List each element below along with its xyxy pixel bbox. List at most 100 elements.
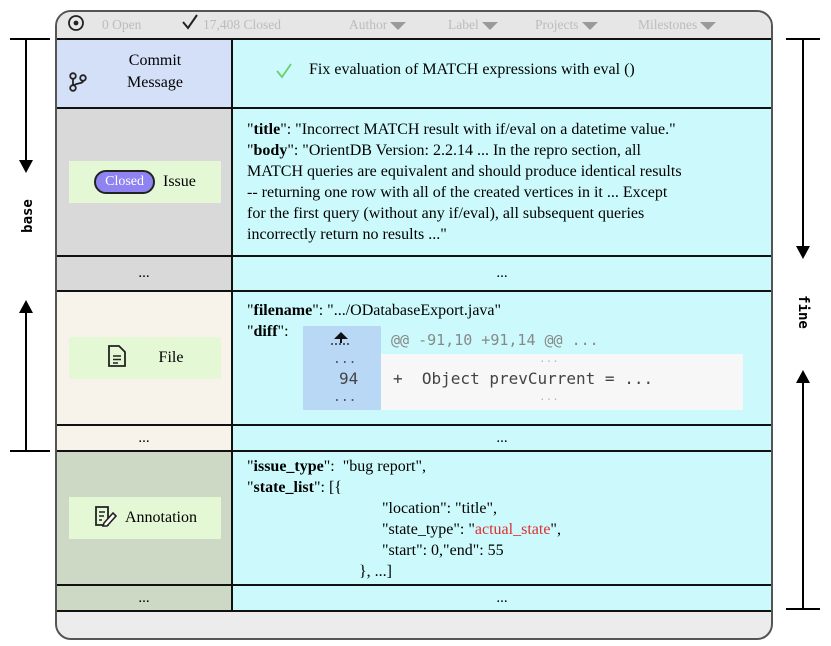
- file-label-cell: File: [57, 292, 233, 424]
- divider: [57, 107, 771, 109]
- diff-hunk-header: @@ -91,10 +91,14 @@ ...: [391, 331, 599, 349]
- check-icon: [181, 13, 199, 35]
- right-bottom-arrow-line: [802, 380, 804, 609]
- issue-label-cell: Closed Issue: [57, 109, 233, 255]
- issue-row: Closed Issue "title": "Incorrect MATCH r…: [57, 109, 771, 255]
- annotation-json: "issue_type": "bug report", "state_list"…: [247, 458, 561, 580]
- divider: [57, 255, 771, 257]
- ellipsis-left-cell: ...: [57, 257, 233, 290]
- ellipsis-right-cell: ...: [233, 426, 771, 450]
- commit-row: Commit Message Fix evaluation of MATCH e…: [57, 40, 771, 107]
- ellipsis: ...: [539, 352, 559, 365]
- projects-filter-label: Projects: [535, 17, 579, 32]
- state-type-value: actual_state: [474, 521, 551, 538]
- annotation-row: Annotation "issue_type": "bug report", "…: [57, 452, 771, 584]
- ellipsis-row: ... ...: [57, 426, 771, 450]
- issue-type-key: issue_type: [253, 458, 324, 475]
- ellipsis: ...: [539, 390, 559, 403]
- state-type-prefix: "state_type": ": [382, 521, 475, 538]
- divider: [57, 424, 771, 426]
- left-bottom-arrow-head: [19, 300, 33, 313]
- state-type-suffix: ",: [550, 521, 561, 538]
- divider: [57, 450, 771, 452]
- ellipsis: ...: [496, 589, 508, 606]
- label-filter-label: Label: [448, 17, 479, 32]
- issue-content-cell: "title": "Incorrect MATCH result with if…: [233, 109, 771, 255]
- right-top-arrow-line: [802, 39, 804, 251]
- ellipsis: ...: [496, 429, 508, 446]
- filename-value: : ".../ODatabaseExport.java": [318, 302, 502, 319]
- ellipsis: ...: [333, 390, 357, 405]
- body-key: body: [253, 142, 288, 159]
- file-row: File "filename": ".../ODatabaseExport.ja…: [57, 292, 771, 424]
- title-key: title: [253, 121, 281, 138]
- file-label-box: File: [69, 337, 221, 379]
- location-line: "location": "title",: [382, 500, 497, 517]
- left-top-arrow-head: [19, 160, 33, 173]
- annotation-label-box: Annotation: [69, 497, 221, 539]
- right-top-arrow-head: [796, 246, 810, 259]
- diff-key: diff: [253, 323, 278, 340]
- state-list-open: : [{: [320, 479, 342, 496]
- projects-filter[interactable]: Projects: [535, 17, 598, 33]
- open-issues-icon[interactable]: [67, 14, 85, 36]
- ellipsis: ...: [333, 352, 357, 367]
- diff-added-line: + Object prevCurrent = ...: [393, 369, 654, 388]
- body-line: incorrectly return no results ...": [247, 226, 447, 243]
- body-line: MATCH queries are equivalent and should …: [247, 163, 682, 180]
- author-filter-label: Author: [349, 17, 388, 32]
- diff-hunk-header-bg: [381, 326, 743, 354]
- left-top-arrow-line: [25, 39, 27, 164]
- expand-up-icon[interactable]: [329, 329, 353, 352]
- author-filter[interactable]: Author: [349, 17, 407, 33]
- issue-type-value: : "bug report",: [330, 458, 427, 475]
- milestones-filter-label: Milestones: [638, 17, 698, 32]
- ellipsis: ...: [138, 265, 150, 281]
- ellipsis: ...: [496, 265, 508, 281]
- title-value: "Incorrect MATCH result with if/eval on …: [295, 121, 676, 138]
- left-bottom-arrow-line: [25, 310, 27, 451]
- milestones-filter[interactable]: Milestones: [638, 17, 717, 33]
- chevron-down-icon: [481, 21, 498, 30]
- divider: [57, 38, 771, 40]
- ellipsis: ...: [138, 429, 150, 446]
- body-line: for the first query (without any if/eval…: [247, 205, 645, 222]
- annotation-content-cell: "issue_type": "bug report", "state_list"…: [233, 452, 771, 584]
- label-filter[interactable]: Label: [448, 17, 498, 33]
- ellipsis-left-cell: ...: [57, 426, 233, 450]
- divider: [57, 610, 771, 612]
- state-list-key: state_list: [253, 479, 314, 496]
- edit-document-icon: [93, 504, 118, 533]
- issue-filter-bar: 0 Open 17,408 Closed Author Label Projec…: [57, 12, 771, 38]
- chevron-down-icon: [390, 21, 407, 30]
- ellipsis-row: ... ...: [57, 257, 771, 290]
- start-end-line: "start": 0,"end": 55: [382, 542, 504, 559]
- ellipsis-left-cell: ...: [57, 586, 233, 610]
- commit-label-cell: Commit Message: [57, 40, 233, 107]
- ellipsis-right-cell: ...: [233, 257, 771, 290]
- divider: [57, 584, 771, 586]
- state-type-line: "state_type": "actual_state",: [247, 519, 561, 540]
- chevron-down-icon: [700, 21, 717, 30]
- body-line: -- returning one row with all of the cre…: [247, 184, 668, 201]
- open-count[interactable]: 0 Open: [102, 17, 142, 32]
- file-icon: [107, 344, 127, 373]
- file-label: File: [158, 349, 184, 366]
- ellipsis-right-cell: ...: [233, 586, 771, 610]
- ellipsis: ...: [138, 589, 150, 606]
- file-content-cell: "filename": ".../ODatabaseExport.java" "…: [233, 292, 771, 424]
- file-json: "filename": ".../ODatabaseExport.java" "…: [247, 302, 502, 340]
- annotation-label-cell: Annotation: [57, 452, 233, 584]
- fine-label: fine: [795, 295, 811, 329]
- state-list-close: }, ...]: [359, 563, 393, 580]
- commit-message-text: Fix evaluation of MATCH expressions with…: [309, 61, 635, 78]
- right-bottom-arrow-head: [796, 370, 810, 383]
- commit-content-cell: Fix evaluation of MATCH expressions with…: [233, 40, 771, 107]
- closed-count[interactable]: 17,408 Closed: [203, 17, 282, 32]
- base-label: base: [20, 199, 36, 233]
- diff-view: @@ -91,10 +91,14 @@ ... ... ... 94 + Obj…: [303, 326, 743, 410]
- left-bottom-bracket: [10, 450, 50, 452]
- commit-message-label: Commit Message: [127, 52, 183, 91]
- filename-key: filename: [253, 302, 313, 319]
- right-bottom-bracket: [786, 608, 820, 610]
